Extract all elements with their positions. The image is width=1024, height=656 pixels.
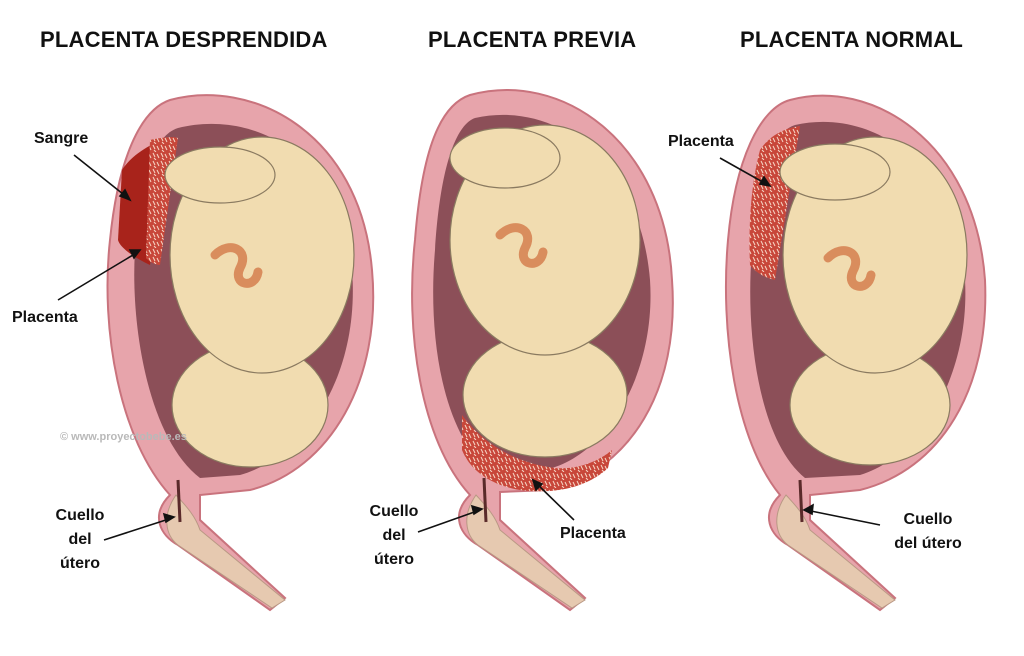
label-placenta-left: Placenta <box>12 309 78 326</box>
umbilical-cord <box>823 246 876 291</box>
leader-lines <box>57 154 881 541</box>
title-placenta-desprendida: PLACENTA DESPRENDIDA <box>40 27 328 52</box>
label-placenta-middle: Placenta <box>560 525 626 542</box>
cervix <box>176 479 182 523</box>
cervix <box>482 477 488 523</box>
leader-placenta-left <box>57 251 139 301</box>
leader-cervix-middle <box>417 509 481 533</box>
uterus-normal <box>724 94 987 612</box>
fetus <box>779 136 968 466</box>
label-cuello-del-utero-right: Cuello del útero <box>872 508 984 556</box>
uterus-abruption <box>106 94 375 612</box>
placenta-previa <box>462 415 612 492</box>
label-placenta-right: Placenta <box>668 133 734 150</box>
label-line: útero <box>374 551 414 568</box>
leader-placenta-right <box>719 157 769 186</box>
label-line: Cuello <box>903 511 953 528</box>
label-line: del <box>68 531 92 548</box>
label-cuello-del-utero-middle: Cuello del útero <box>360 500 428 572</box>
label-cuello-del-utero-left: Cuello del útero <box>46 504 114 576</box>
umbilical-cord <box>210 243 263 288</box>
title-placenta-previa: PLACENTA PREVIA <box>428 27 637 52</box>
label-line: útero <box>60 555 100 572</box>
label-line: del <box>382 527 406 544</box>
vagina <box>166 494 286 609</box>
uterus-previa <box>411 89 674 612</box>
label-sangre: Sangre <box>34 130 89 147</box>
fetus <box>164 136 355 468</box>
title-placenta-normal: PLACENTA NORMAL <box>740 27 963 52</box>
vagina <box>776 494 896 609</box>
leader-blood <box>73 154 129 199</box>
leader-placenta-middle <box>534 481 575 521</box>
umbilical-cord <box>495 223 548 268</box>
cervix <box>798 479 804 523</box>
label-line: Cuello <box>55 507 105 524</box>
watermark: © www.proyectobebe.es <box>60 431 187 443</box>
label-line: Cuello <box>369 503 419 520</box>
label-line: del útero <box>894 535 962 552</box>
fetus <box>449 124 641 458</box>
leader-cervix-right <box>805 509 881 526</box>
leader-cervix-left <box>103 517 173 541</box>
